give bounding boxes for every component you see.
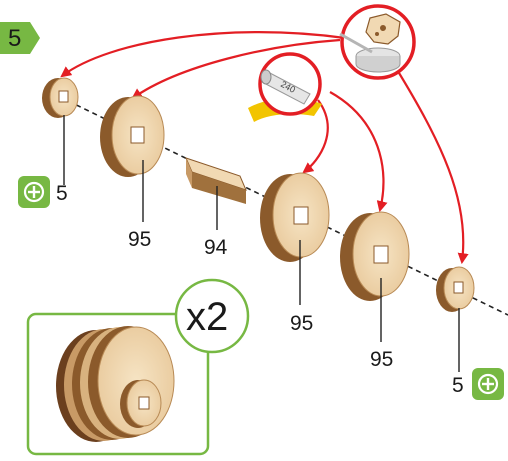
axle-connector: [185, 157, 247, 230]
add-part-icon: [472, 368, 504, 400]
step-number: 5: [8, 25, 21, 52]
assembled-drum: [56, 326, 175, 442]
result-multiplier: x2: [186, 295, 228, 339]
arrow-to-small-gear-left: [60, 31, 346, 78]
part-label-wheel-2: 95: [290, 312, 313, 335]
glue-arrows: [60, 31, 469, 265]
sandpaper-icon: 240: [248, 52, 322, 122]
part-label-small-gear-left: 5: [56, 182, 68, 205]
part-label-wheel-3: 95: [370, 348, 393, 371]
arrow-to-small-gear-right: [395, 67, 469, 265]
arrow-to-wheel-3: [329, 91, 388, 213]
wheel-2: [260, 172, 330, 305]
add-part-icon: [18, 176, 50, 208]
glue-icon: [339, 4, 416, 80]
wheel-3: [340, 211, 410, 342]
wheel-1: [100, 95, 165, 222]
small-gear-left: [42, 77, 79, 185]
arrow-to-wheel-1: [131, 38, 341, 100]
step-badge: 5: [0, 22, 40, 54]
arrow-to-wheel-2: [302, 99, 329, 174]
part-label-wheel-1: 95: [128, 228, 151, 251]
part-label-axle-connector: 94: [204, 236, 228, 259]
part-label-small-gear-right: 5: [452, 374, 464, 397]
result-panel: x2: [26, 278, 250, 456]
small-gear-right: [436, 266, 475, 372]
